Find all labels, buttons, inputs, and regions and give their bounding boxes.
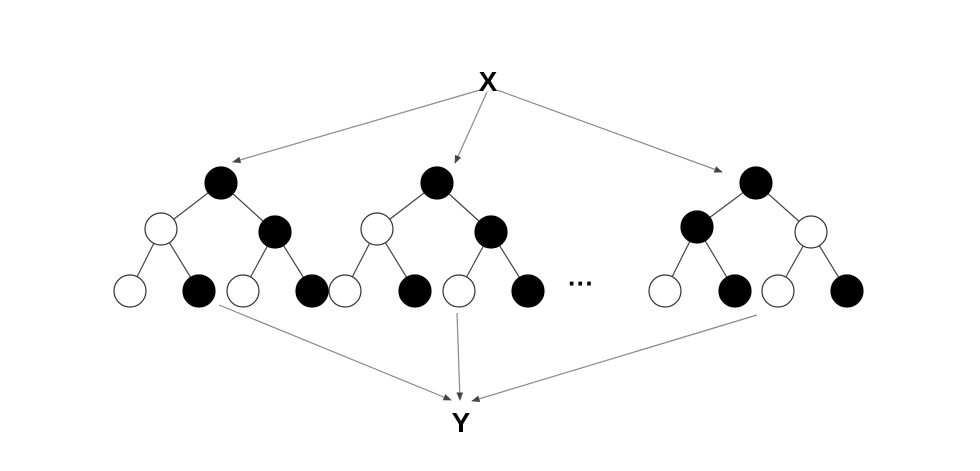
tree-1-leaf-node [182,274,216,308]
tree-1-inner-node-right [258,215,292,249]
tree-3-inner-node-right [794,215,828,249]
arrow-tree-1-to-y [218,304,452,401]
tree-3-inner-node-left [680,210,714,244]
flow-arrows [218,89,758,403]
arrow-x-to-tree-1 [232,89,481,164]
tree-2-inner-node-left [360,212,394,246]
input-label-x: X [479,66,498,97]
arrow-tree-3-to-y [471,314,758,403]
arrow-tree-2-to-y [456,312,464,401]
tree-nodes [113,166,864,308]
tree-2-leaf-node [398,274,432,308]
tree-1-leaf-node [295,274,329,308]
tree-2-root-node [420,166,454,200]
tree-3-leaf-node [648,274,682,308]
tree-3-leaf-node [830,274,864,308]
tree-1-inner-node-left [144,212,178,246]
tree-2-leaf-node [328,274,362,308]
tree-1-leaf-node [113,274,147,308]
tree-3-leaf-node [761,274,795,308]
tree-1-root-node [204,166,238,200]
arrow-x-to-tree-3 [496,89,723,173]
arrow-x-to-tree-2 [454,91,488,164]
ellipsis-more-trees: ··· [568,268,594,298]
tree-2-inner-node-right [474,215,508,249]
tree-3-root-node [739,166,773,200]
tree-3-leaf-node [718,274,752,308]
tree-1-leaf-node [226,274,260,308]
tree-2-leaf-node [511,274,545,308]
output-label-y: Y [452,407,471,438]
tree-2-leaf-node [442,274,476,308]
